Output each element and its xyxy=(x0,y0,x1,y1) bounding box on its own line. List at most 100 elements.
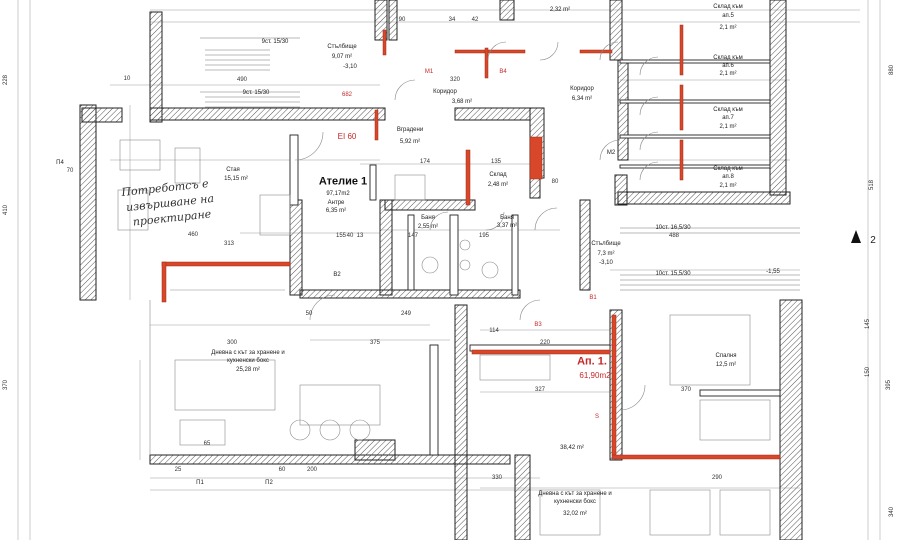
room-area-stairs-top: 9,07 m² xyxy=(331,54,353,60)
stairs-top-spec-a: 9ст. 15/30 xyxy=(261,39,289,45)
tag-p4: П4 xyxy=(56,160,64,166)
storage-7-label: Склад към xyxy=(713,107,743,113)
room-area-bath-2: 3,37 m² xyxy=(496,223,518,229)
room-label-hall: Антре xyxy=(327,200,345,206)
room-label-storage: Склад xyxy=(489,172,507,178)
dim-147: 147 xyxy=(407,233,419,239)
room-label-stairs-top: Стълбище xyxy=(327,44,357,50)
dim-880: 880 xyxy=(889,64,895,76)
room-area-room: 15,15 m² xyxy=(224,176,248,182)
tag-682: 682 xyxy=(341,92,353,98)
dim-320: 320 xyxy=(449,77,461,83)
storage-5-label: Склад към xyxy=(713,4,743,10)
room-label-living-left: Дневна с кът за хранене и xyxy=(211,350,285,356)
dim-65: 65 xyxy=(203,441,211,447)
dim-150: 150 xyxy=(865,366,871,378)
dim-10: 10 xyxy=(123,76,131,82)
fire-rating: EI 60 xyxy=(337,132,357,141)
dim-220: 220 xyxy=(539,340,551,346)
room-area-storage: 2,48 m² xyxy=(487,182,509,188)
partition-walls xyxy=(289,59,781,456)
room-area-bedroom: 12,5 m² xyxy=(715,362,737,368)
room-label-stairs-mid: Стълбище xyxy=(591,241,621,247)
dim-340: 340 xyxy=(889,506,895,518)
storage-6-label: Склад към xyxy=(713,55,743,61)
dim-155: 155 xyxy=(335,233,347,239)
furniture xyxy=(117,139,771,536)
dim-330: 330 xyxy=(491,475,503,481)
stairs-mid-spec-b: 10ст. 15,5/30 xyxy=(655,271,691,277)
room-area-top-small: 2,32 m² xyxy=(549,7,571,13)
stairs-right xyxy=(620,227,800,291)
stairs-top xyxy=(200,37,300,108)
storage-7-apt: ап.7 xyxy=(722,115,734,121)
dim-200: 200 xyxy=(306,467,318,473)
storage-5-apt: ап.5 xyxy=(722,13,734,19)
dim-410: 410 xyxy=(3,204,9,216)
dim-370: 370 xyxy=(680,387,692,393)
dim-42: 42 xyxy=(471,17,479,23)
room-area-living-bottom: 32,02 m² xyxy=(563,511,587,517)
tag-m2: M2 xyxy=(606,150,616,156)
title-apartment: Ап. 1. xyxy=(577,355,607,368)
dim-90: 90 xyxy=(398,17,406,23)
dim-290: 290 xyxy=(711,475,723,481)
dim-313: 313 xyxy=(223,241,235,247)
room-area-living-left: 25,28 m² xyxy=(236,367,260,373)
dim-114: 114 xyxy=(489,328,499,334)
apartment-area: 61,90m2 xyxy=(579,371,611,380)
storage-6-area: 2,1 m² xyxy=(719,71,737,77)
tag-p1: П1 xyxy=(196,480,204,486)
dim-25: 25 xyxy=(174,467,182,473)
dim-490: 490 xyxy=(236,77,248,83)
room-area-corridor-right: 6,34 m² xyxy=(571,96,593,102)
room-label-room: Стая xyxy=(226,167,240,173)
dim-327: 327 xyxy=(534,387,546,393)
dim-70: 70 xyxy=(66,168,74,174)
room-area-built-in: 5,92 m² xyxy=(399,139,421,145)
tag-p2: П2 xyxy=(265,480,273,486)
storage-7-area: 2,1 m² xyxy=(719,124,737,130)
room-label-bath-2: Баня xyxy=(500,215,514,221)
level-mark-stairs-mid: -3,10 xyxy=(599,260,613,266)
room-label-bedroom: Спалня xyxy=(715,353,737,359)
dim-50: 50 xyxy=(305,311,313,317)
new-walls xyxy=(161,24,781,460)
structural-walls xyxy=(79,0,803,540)
atelier-area: 97,17m2 xyxy=(326,191,350,197)
room-label-corridor-left: Коридор xyxy=(433,89,457,95)
stairs-top-spec-b: 9ст. 15/30 xyxy=(242,90,270,96)
section-arrow xyxy=(851,230,861,243)
dim-60: 60 xyxy=(278,467,286,473)
level-mark-stairs-top: -3,10 xyxy=(343,64,357,70)
storage-5-area: 2,1 m² xyxy=(719,25,737,31)
level-mark-right: -1,55 xyxy=(766,269,780,275)
tag-b1: B1 xyxy=(589,295,597,301)
dim-80: 80 xyxy=(551,179,559,185)
dim-34: 34 xyxy=(448,17,456,23)
storage-8-apt: ап.8 xyxy=(722,174,734,180)
dim-300: 300 xyxy=(226,340,238,346)
dim-370-left: 370 xyxy=(3,379,9,391)
dim-395: 395 xyxy=(886,379,892,391)
room-area-stairs-mid: 7,3 m² xyxy=(597,251,615,257)
doors xyxy=(294,41,659,411)
title-atelier: Ателие 1 xyxy=(318,175,368,188)
room-area-bottom-small: 38,42 m² xyxy=(560,445,584,451)
tag-b2: B2 xyxy=(333,272,341,278)
dim-488: 488 xyxy=(668,233,680,239)
stairs-mid-spec-a: 10ст. 16,5/30 xyxy=(655,225,691,231)
room-area-hall: 6,35 m² xyxy=(325,208,347,214)
dim-375: 375 xyxy=(369,340,381,346)
tag-s: S xyxy=(594,414,600,420)
room-area-corridor-left: 3,68 m² xyxy=(451,99,473,105)
dim-195: 195 xyxy=(478,233,490,239)
room-label-bath-1: Баня xyxy=(421,215,435,221)
dim-249: 249 xyxy=(400,311,412,317)
dim-460: 460 xyxy=(187,232,199,238)
dim-145: 145 xyxy=(865,318,871,330)
storage-8-label: Склад към xyxy=(713,166,743,172)
room-label-living-bottom: Дневна с кът за хранене и xyxy=(538,491,612,497)
storage-6-apt: ап.6 xyxy=(722,63,734,69)
